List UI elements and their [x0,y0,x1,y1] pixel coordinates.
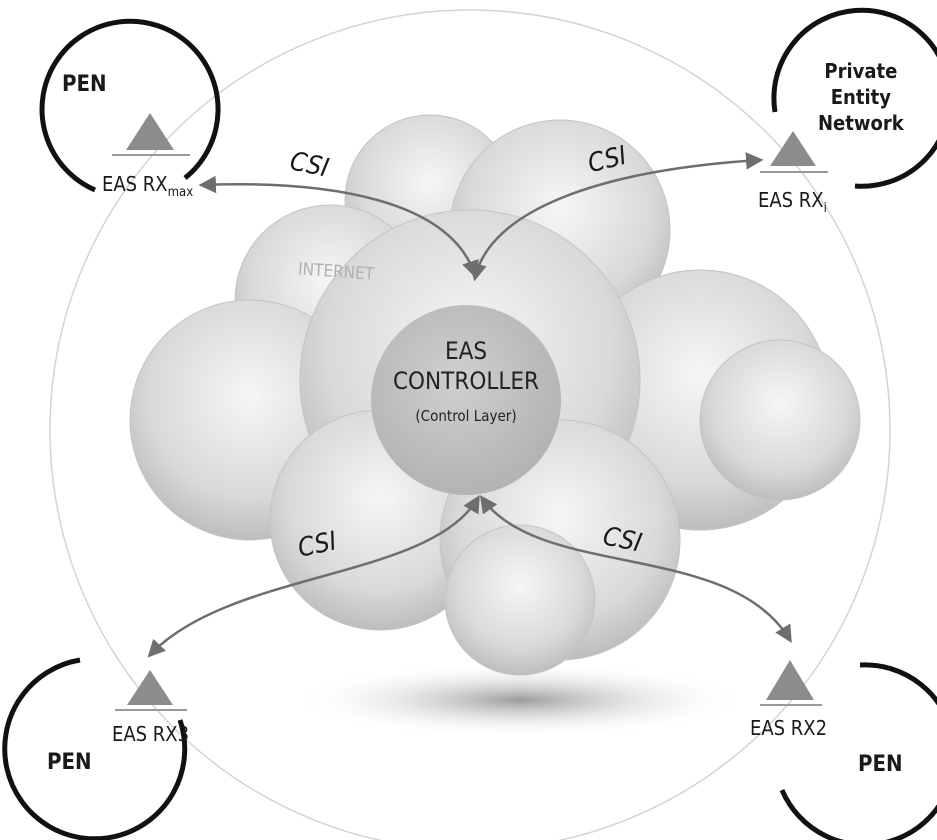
pen-ring-top-right [771,7,937,189]
receiver-subscript: max [167,185,194,200]
pen-title-bottom-left: PEN [47,750,92,775]
csi-link-top-right [469,152,764,282]
triangle-icon [770,131,816,166]
triangle-icon [126,113,174,150]
csi-link-bottom-left [147,494,480,658]
receiver-label-rx2: EAS RX2 [750,716,828,740]
receiver-label-i: EAS RXi [758,188,827,216]
receiver-label-text: EAS RX [102,172,168,196]
receiver-label-rx3: EAS RX3 [112,722,190,746]
pen-title-line: Entity [830,85,891,109]
csi-links [147,152,792,658]
triangle-icon [766,660,814,700]
controller-label: EAS CONTROLLER (Control Layer) [371,336,561,430]
csi-link-bottom-right [479,495,792,643]
pen-ring-top-left [39,18,221,193]
pen-title-line: Private [824,59,898,83]
eas-controller-circle [371,305,561,495]
csi-link-top-left [198,175,479,279]
pen-title-top-right: Private Entity Network [818,58,904,136]
triangle-icon [127,670,173,705]
cloud-shadow [290,662,750,738]
receiver-subscript: i [823,201,827,216]
pen-ring-bottom-right [779,662,937,840]
receiver-triangles [126,113,816,705]
pen-ring-bottom-left [2,657,188,840]
pen-title-bottom-right: PEN [858,752,903,777]
pen-title-line: Network [818,111,904,135]
controller-line-2: CONTROLLER [392,367,540,395]
pen-title-top-left: PEN [62,72,107,97]
controller-sub: (Control Layer) [415,407,517,425]
receiver-label-max: EAS RXmax [102,172,193,200]
controller-line-1: EAS [444,337,488,365]
network-boundary-circle [49,9,891,840]
receiver-underlines [112,154,828,711]
receiver-label-text: EAS RX [758,188,824,212]
